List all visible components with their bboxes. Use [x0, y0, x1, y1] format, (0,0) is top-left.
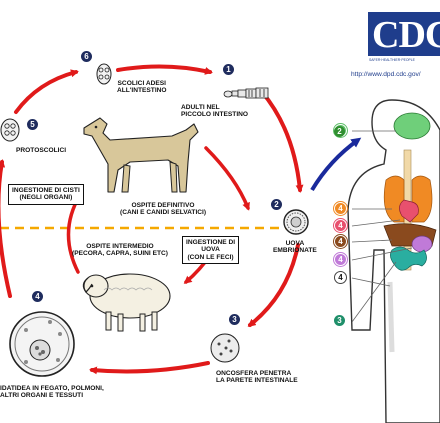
step-4-label: IDATIDEA IN FEGATO, POLMONI, ALTRI ORGAN… [0, 385, 104, 400]
step-2-line-2: EMBRIONATE [273, 247, 317, 255]
step-6-label: SCOLICI ADESI ALL'INTESTINO [117, 80, 167, 95]
human-marker-heart: 4 [334, 219, 347, 232]
egg-ingestion-box: INGESTIONE DI UOVA (CON LE FECI) [182, 236, 240, 265]
step-5-badge: 5 [27, 119, 38, 130]
marker-leader-intestine [351, 261, 397, 323]
egg-ingestion-line-3: (CON LE FECI) [187, 253, 234, 261]
marker-leader-stomach [351, 247, 413, 261]
step-5-label: PROTOSCOLICI [16, 147, 66, 154]
marker-leader-liver [351, 239, 393, 243]
cyst-ingestion-line-2: (NEGLI ORGANI) [19, 194, 73, 202]
egg-ingestion-line-2: UOVA [201, 246, 220, 254]
cyst-ingestion-box: INGESTIONE DI CISTI (NEGLI ORGANI) [8, 184, 84, 205]
cdc-logo-strip [368, 56, 440, 66]
step-3-line-1: ONCOSFERA PENETRA [216, 370, 292, 377]
arrow-protoscolices-to-scolices [14, 69, 79, 114]
human-marker-lung: 4 [334, 202, 347, 215]
arrow-adults-to-eggs [260, 90, 304, 193]
embryonated-egg-illustration [283, 209, 309, 235]
human-marker-stomach: 4 [334, 253, 347, 266]
intermediate-host-title: OSPITE INTERMEDIO [86, 243, 154, 250]
cdc-logo-text: CDC [372, 14, 440, 56]
scolex-illustration [96, 63, 112, 85]
lungs-organ [383, 175, 433, 223]
definitive-host-examples: (CANI E CANIDI SELVATICI) [120, 209, 207, 217]
arrow-eggs-to-oncosphere [247, 243, 300, 327]
step-2-badge: 2 [271, 199, 282, 210]
intestine-organ [390, 246, 427, 271]
stomach-organ [411, 235, 433, 253]
step-1-line-2: PICCOLO INTESTINO [181, 111, 249, 119]
adult-worm-illustration [223, 87, 269, 99]
oncosphere-illustration [210, 333, 240, 363]
cdc-logo: CDC SAFER·HEALTHIER·PEOPLE [368, 12, 440, 66]
human-marker-primary: 2 [334, 126, 345, 137]
heart-organ [399, 199, 419, 223]
source-url: http://www.dpd.cdc.gov/ [351, 71, 421, 78]
step-2-line-1: UOVA [285, 240, 305, 247]
cdc-tagline: SAFER·HEALTHIER·PEOPLE [369, 58, 415, 62]
protoscolex-illustration [0, 118, 20, 142]
step-1-line-1: ADULTI NEL [181, 104, 220, 111]
human-marker-liver: 4 [334, 235, 347, 248]
brain-organ [393, 112, 431, 140]
step-1-label: ADULTI NEL PICCOLO INTESTINO [181, 104, 248, 119]
sheep-illustration [82, 273, 171, 332]
intermediate-host-label: OSPITE INTERMEDIO (PECORA, CAPRA, SUINI … [72, 243, 168, 258]
hydatid-cyst-illustration [9, 311, 75, 377]
step-1-badge: 1 [223, 64, 234, 75]
step-4-line-1: IDATIDEA IN FEGATO, POLMONI, [0, 385, 104, 392]
marker-leader-bone [351, 277, 391, 287]
egg-ingestion-line-1: INGESTIONE DI [186, 239, 236, 246]
cyst-ingestion-line-1: INGESTIONE DI CISTI [12, 187, 80, 194]
arrow-oncosphere-to-hydatid [89, 361, 210, 375]
human-marker-intestine: 3 [334, 315, 345, 326]
arrow-hydatid-to-protoscolices [0, 159, 12, 298]
step-3-label: ONCOSFERA PENETRA LA PARETE INTESTINALE [216, 370, 298, 385]
step-3-line-2: LA PARETE INTESTINALE [216, 377, 298, 385]
definitive-host-title: OSPITE DEFINITIVO [131, 202, 195, 209]
arrow-sheep-to-dog [66, 192, 82, 274]
step-4-line-2: ALTRI ORGANI E TESSUTI [0, 392, 84, 400]
intermediate-host-examples: (PECORA, CAPRA, SUINI ETC) [72, 250, 168, 258]
step-6-line-2: ALL'INTESTINO [117, 87, 167, 95]
human-body-illustration [347, 99, 440, 423]
human-marker-bone: 4 [334, 271, 347, 284]
step-6-badge: 6 [81, 51, 92, 62]
step-4-badge: 4 [32, 291, 43, 302]
cycle-arrows [0, 64, 304, 375]
arrow-scolices-to-adults [116, 64, 213, 75]
dog-illustration [83, 117, 199, 193]
leg-bone [387, 281, 395, 353]
step-2-label: UOVA EMBRIONATE [273, 240, 317, 255]
step-6-line-1: SCOLICI ADESI [117, 80, 167, 87]
definitive-host-label: OSPITE DEFINITIVO (CANI E CANIDI SELVATI… [120, 202, 206, 217]
arrow-eggs-to-human [310, 137, 362, 192]
step-3-badge: 3 [229, 314, 240, 325]
arrow-dog-to-eggs [204, 146, 250, 211]
marker-leader-heart [351, 219, 401, 227]
step-5-line-1: PROTOSCOLICI [16, 147, 67, 154]
